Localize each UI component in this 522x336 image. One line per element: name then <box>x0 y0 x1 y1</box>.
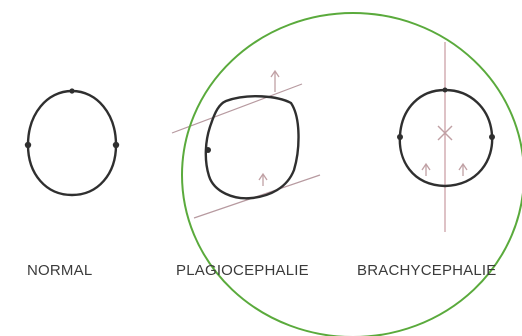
brachy-right-ear-icon <box>489 134 495 140</box>
highlight-circle <box>182 13 522 336</box>
brachycephalie-head <box>397 42 495 232</box>
plagio-head-outline <box>206 96 299 198</box>
label-plagiocephalie: PLAGIOCEPHALIE <box>176 262 309 279</box>
label-normal: NORMAL <box>27 262 92 279</box>
plagio-upper-guide-line <box>172 84 302 133</box>
normal-head-outline <box>28 91 116 195</box>
brachy-left-ear-icon <box>397 134 403 140</box>
normal-left-ear-icon <box>25 142 31 148</box>
label-brachycephalie: BRACHYCEPHALIE <box>357 262 497 279</box>
arrow-up-icon <box>459 164 467 176</box>
brachy-nose-icon <box>443 88 448 93</box>
normal-head <box>25 88 119 195</box>
brachy-head-outline <box>400 90 492 186</box>
plagiocephalie-head <box>172 71 320 218</box>
normal-right-ear-icon <box>113 142 119 148</box>
normal-nose-icon <box>69 88 74 93</box>
arrow-up-icon <box>271 71 279 92</box>
arrow-up-icon <box>422 164 430 176</box>
plagio-left-ear-icon <box>205 147 211 153</box>
arrow-up-icon <box>259 174 267 186</box>
